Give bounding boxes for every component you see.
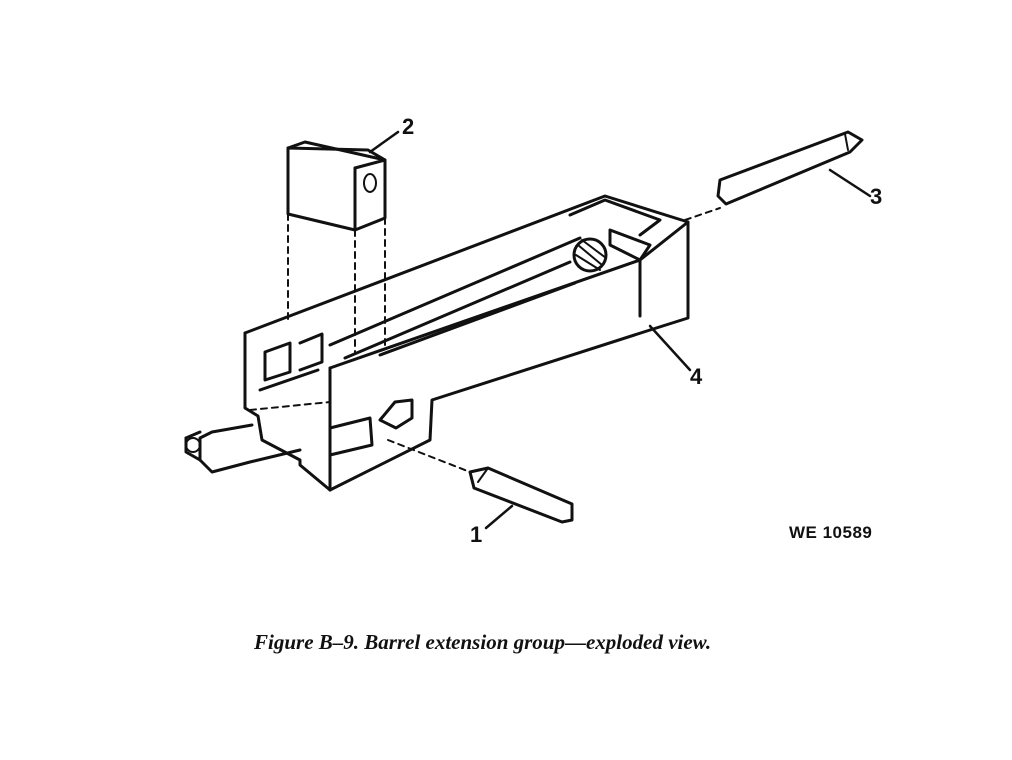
- assembly-lines: [249, 207, 721, 473]
- leader-lines: [368, 130, 872, 530]
- pin-part-3: [716, 130, 864, 206]
- pin-part-1: [468, 466, 574, 524]
- callout-4: 4: [690, 364, 703, 389]
- block-part: [286, 140, 387, 232]
- callout-1: 1: [470, 522, 483, 547]
- callout-2: 2: [402, 114, 415, 139]
- callout-3: 3: [870, 184, 883, 209]
- figure-caption: Figure B–9. Barrel extension group—explo…: [254, 630, 712, 654]
- reference-code: WE 10589: [789, 523, 873, 542]
- barrel-extension-part: [184, 194, 690, 492]
